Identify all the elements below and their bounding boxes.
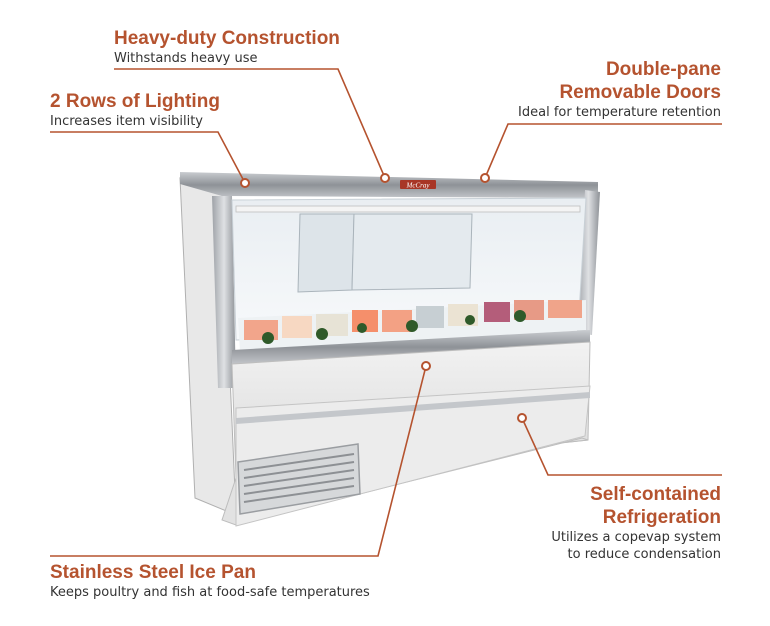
- callout-title-line-1: Self-contained: [590, 484, 721, 505]
- leader-line-refrigeration: [521, 417, 722, 476]
- case-right-frame: [577, 190, 600, 335]
- leader-line-lighting: [50, 131, 246, 184]
- leader-endpoints: [240, 173, 527, 423]
- callout-description: Ideal for temperature retention: [518, 105, 721, 120]
- callout-self-contained-refrigeration: Self-contained Refrigeration Utilizes a …: [551, 483, 721, 563]
- callout-title: Heavy-duty Construction: [114, 28, 340, 49]
- leader-line-heavy-duty: [114, 68, 386, 179]
- callout-title: 2 Rows of Lighting: [50, 91, 220, 112]
- callout-description: Increases item visibility: [50, 114, 203, 129]
- brand-badge-text: McCray: [406, 182, 431, 190]
- callout-stainless-steel-ice-pan: Stainless Steel Ice Pan Keeps poultry an…: [50, 561, 370, 601]
- callout-title-line-1: Double-pane: [605, 59, 721, 80]
- case-top-frame: [180, 172, 598, 198]
- leader-line-doors: [484, 123, 722, 179]
- callout-description: Keeps poultry and fish at food-safe temp…: [50, 585, 370, 600]
- case-kick-rail: [236, 392, 590, 424]
- callout-description-line-2: to reduce condensation: [567, 547, 721, 562]
- leader-line-ice-pan: [50, 365, 427, 557]
- callout-rows-of-lighting: 2 Rows of Lighting Increases item visibi…: [50, 90, 220, 130]
- rear-sliding-door-right: [351, 213, 473, 291]
- callout-description: Withstands heavy use: [114, 51, 258, 66]
- leader-lines: [50, 68, 722, 557]
- food-display: [238, 300, 586, 352]
- brand-badge-plate: [400, 180, 436, 189]
- callout-heavy-duty-construction: Heavy-duty Construction Withstands heavy…: [114, 27, 340, 67]
- ice-pan-front-rail: [232, 330, 590, 364]
- callout-description-line-1: Utilizes a copevap system: [551, 530, 721, 545]
- callout-title: Stainless Steel Ice Pan: [50, 562, 256, 583]
- callout-title-line-2: Removable Doors: [559, 82, 721, 103]
- callout-title-line-2: Refrigeration: [602, 507, 721, 528]
- rear-sliding-door-left: [297, 213, 355, 293]
- callout-double-pane-doors: Double-pane Removable Doors Ideal for te…: [518, 58, 721, 121]
- refrigeration-vent-grille: [237, 443, 361, 515]
- light-bar: [235, 205, 581, 213]
- case-left-frame: [212, 196, 236, 388]
